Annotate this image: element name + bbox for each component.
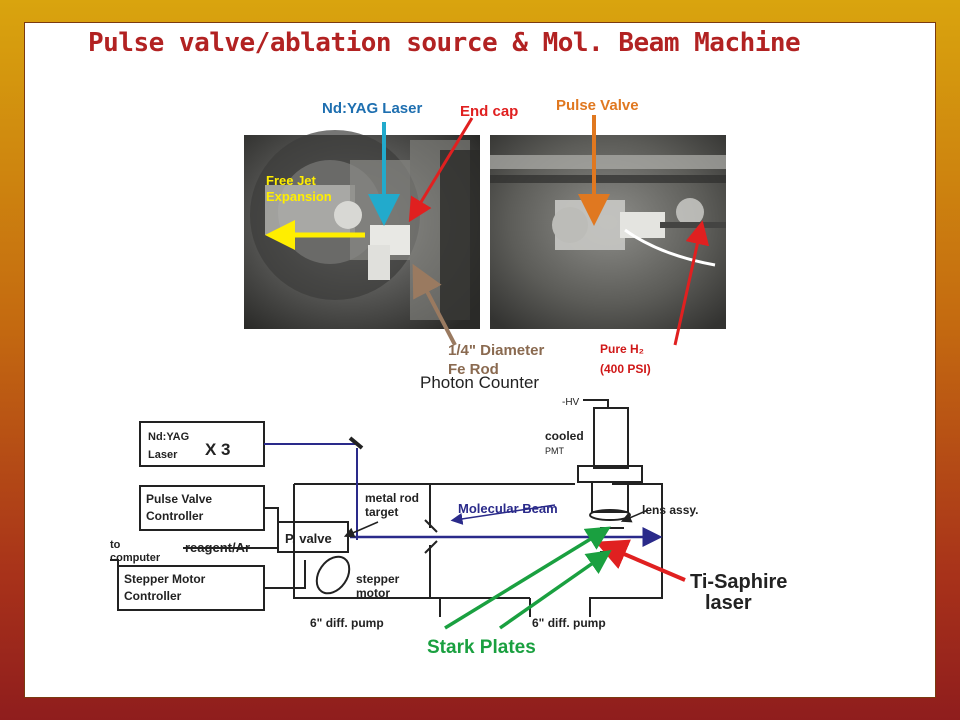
x3-label: X 3	[205, 440, 231, 459]
schematic-labels: Photon Counter -HV cooled PMT Nd:YAG Las…	[110, 373, 787, 658]
cooled-label: cooled	[545, 429, 584, 443]
lens-housing	[591, 481, 629, 513]
pv-controller-label-2: Controller	[146, 509, 204, 523]
pv-controller-wire	[264, 507, 279, 528]
pressure-label: (400 PSI)	[600, 362, 651, 376]
ti-saphire-label-1: Ti-Saphire	[690, 571, 787, 593]
free-jet-label-2: Expansion	[266, 189, 332, 204]
stepper-controller-label-1: Stepper Motor	[124, 572, 206, 586]
metal-rod-label-2: target	[365, 505, 398, 519]
photo-right-annotations: Pulse Valve Pure H₂ (400 PSI)	[556, 97, 710, 376]
mirror	[348, 436, 364, 450]
detection-chamber	[430, 483, 663, 617]
stepper-controller-label-2: Controller	[124, 589, 182, 603]
photo-right	[490, 135, 726, 329]
ndyag-box-label-1: Nd:YAG	[148, 431, 189, 443]
slide-panel	[24, 22, 936, 698]
lens-assy-label: lens assy.	[642, 503, 698, 517]
photo-left	[244, 130, 480, 329]
diff-pump-left-label: 6" diff. pump	[310, 616, 384, 630]
molecular-beam-label: Molecular Beam	[458, 501, 558, 516]
diff-pump-right-label: 6" diff. pump	[532, 616, 606, 630]
stepper-wire	[264, 560, 306, 589]
computer-wire	[110, 559, 119, 566]
pure-h2-label: Pure H₂	[600, 342, 644, 356]
skimmer	[424, 519, 438, 554]
pulse-valve-label: Pulse Valve	[556, 97, 639, 114]
fe-rod-label-1: 1/4" Diameter	[448, 342, 544, 359]
stepper-motor	[315, 555, 351, 595]
slide-title: Pulse valve/ablation source & Mol. Beam …	[88, 28, 801, 58]
pmt-label: PMT	[545, 446, 565, 456]
ndyag-laser-label: Nd:YAG Laser	[322, 100, 422, 117]
stark-arrow-top	[444, 526, 611, 630]
stark-plates-label: Stark Plates	[427, 637, 536, 658]
lens-pointer	[620, 509, 649, 523]
stepper-motor-label-1: stepper	[356, 572, 400, 586]
pmt-tube	[593, 407, 629, 469]
end-cap-label: End cap	[460, 103, 518, 120]
stark-arrow-bottom	[498, 549, 612, 630]
ti-saphire-label-2: laser	[705, 592, 752, 614]
stepper-motor-label-2: motor	[356, 586, 390, 600]
pv-controller-label-1: Pulse Valve	[146, 492, 212, 506]
ti-saphire-arrow	[595, 539, 686, 582]
ndyag-box-label-2: Laser	[148, 449, 178, 461]
metal-rod-label-1: metal rod	[365, 491, 419, 505]
pure-h2-arrow	[673, 220, 710, 346]
to-computer-label-1: to	[110, 539, 121, 551]
free-jet-label-1: Free Jet	[266, 173, 317, 188]
hv-line	[583, 399, 609, 408]
hv-label: -HV	[562, 397, 580, 408]
to-computer-label-2: computer	[110, 552, 161, 564]
molecular-beam-pointer	[450, 504, 556, 525]
metal-rod-pointer	[343, 521, 379, 538]
end-cap-arrow	[408, 117, 474, 223]
reagent-label: reagent/Ar	[185, 540, 250, 555]
fe-rod-label-2: Fe Rod	[448, 361, 499, 378]
fe-rod-arrow	[412, 263, 457, 346]
photon-counter-label: Photon Counter	[420, 373, 539, 392]
photo-left-annotations: Nd:YAG Laser End cap Free Jet Expansion …	[265, 100, 544, 378]
p-valve-label: P. valve	[285, 531, 332, 546]
